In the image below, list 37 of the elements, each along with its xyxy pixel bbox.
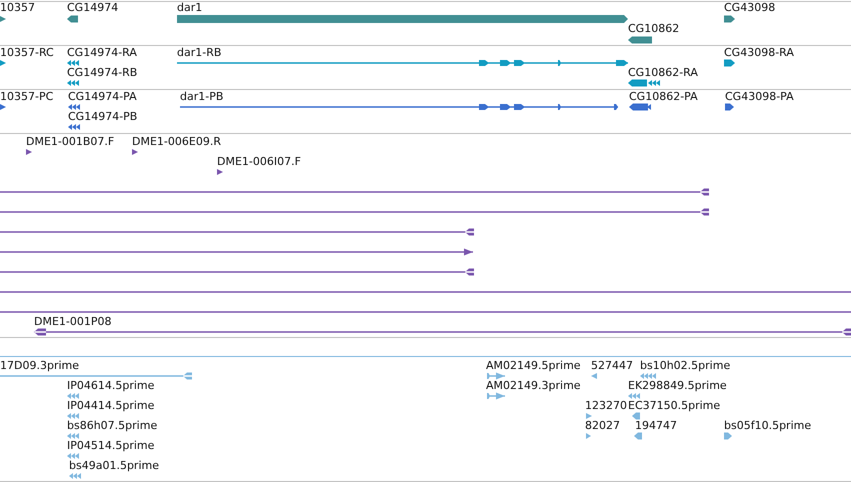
feature-label: IP04414.5prime: [67, 399, 154, 412]
feature-label: CG14974: [67, 1, 118, 14]
feature-label: CG14974-RB: [67, 66, 138, 79]
feature-label: EC37150.5prime: [628, 399, 720, 412]
feature-label: CG10862: [628, 22, 680, 35]
feature-label: 194747: [635, 419, 677, 432]
feature-label: CG14974-PA: [68, 90, 137, 103]
feature-label: CG14974-PB: [68, 110, 138, 123]
feature-label: bs05f10.5prime: [724, 419, 812, 432]
feature-label: dar1-PB: [180, 90, 224, 103]
feature-label: CG14974-RA: [67, 46, 137, 59]
feature-label: bs10h02.5prime: [640, 359, 730, 372]
feature-label: IP04514.5prime: [67, 439, 154, 452]
feature-label: bs86h07.5prime: [67, 419, 158, 432]
feature-label: DME1-006I07.F: [217, 155, 301, 168]
feature-label: 10357-PC: [0, 90, 54, 103]
feature-label: 17D09.3prime: [0, 359, 80, 372]
feature-label: IP04614.5prime: [67, 379, 154, 392]
feature-label: EK298849.5prime: [628, 379, 727, 392]
feature-label: DME1-006E09.R: [132, 135, 221, 148]
feature-label: 10357-RC: [0, 46, 54, 59]
feature-label: DME1-001B07.F: [26, 135, 114, 148]
feature-label: CG43098-RA: [724, 46, 794, 59]
feature-label: AM02149.3prime: [486, 379, 581, 392]
feature-label: DME1-001P08: [34, 315, 112, 328]
feature-label: CG10862-PA: [629, 90, 698, 103]
feature-label: AM02149.5prime: [486, 359, 581, 372]
feature-label: 10357: [0, 1, 35, 14]
feature-label: dar1-RB: [177, 46, 222, 59]
feature-label: dar1: [177, 1, 202, 14]
feature-label: CG43098-PA: [725, 90, 794, 103]
feature-label: bs49a01.5prime: [69, 459, 159, 472]
feature-label: 123270: [585, 399, 627, 412]
feature-label: CG43098: [724, 1, 776, 14]
feature-label: 82027: [585, 419, 620, 432]
feature-label: CG10862-RA: [628, 66, 698, 79]
feature-label: 527447: [591, 359, 633, 372]
